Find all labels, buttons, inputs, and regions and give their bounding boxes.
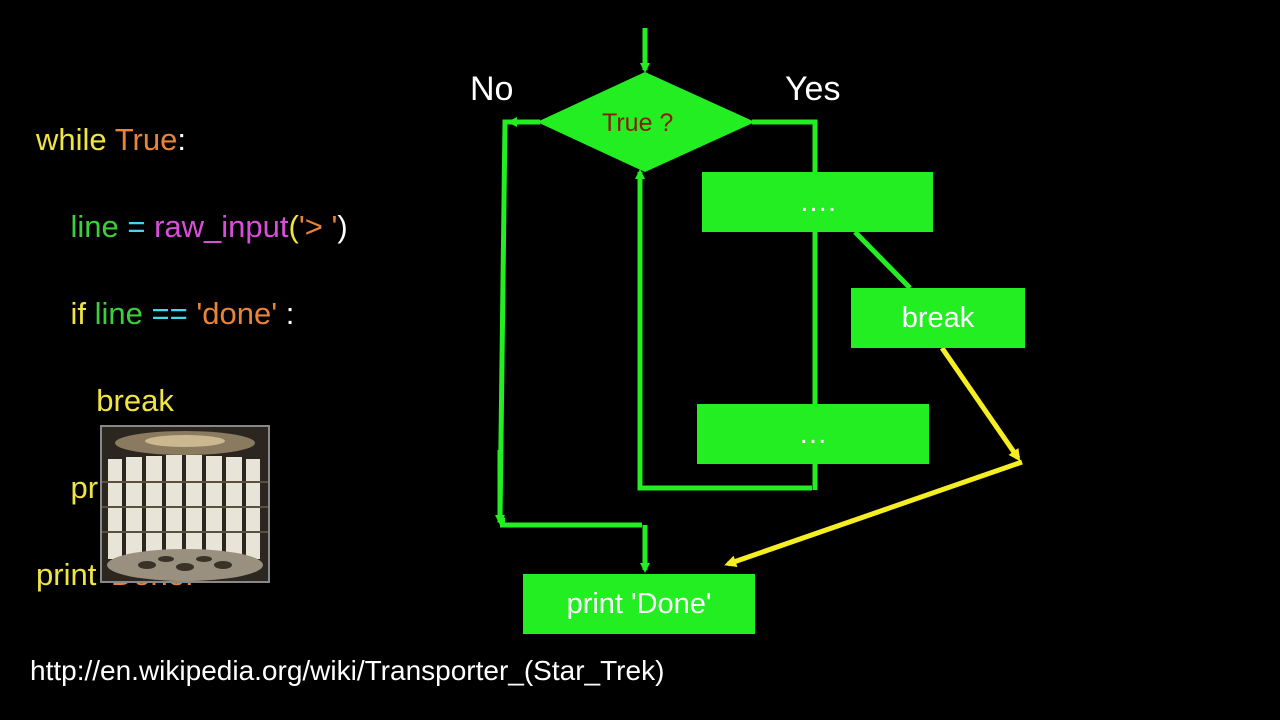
code-line-4: break (36, 379, 348, 423)
keyword-print: print (36, 556, 97, 592)
yes-branch-line (752, 119, 818, 172)
paren-open: ( (288, 208, 299, 244)
paren-close: ) (337, 208, 348, 244)
loop-body-box-top: …. (702, 172, 933, 232)
loop-body-box-bottom: … (697, 404, 929, 464)
no-branch-line (497, 119, 540, 523)
string-done: 'done' (196, 295, 278, 331)
no-label: No (470, 70, 514, 108)
value-true: True (114, 121, 178, 157)
break-exit-arrow (724, 459, 1023, 568)
keyword-break: break (96, 382, 174, 418)
break-down-arrow (939, 346, 1021, 462)
code-line-3: if line == 'done' : (36, 292, 348, 336)
variable-line: line (70, 208, 119, 244)
keyword-while: while (36, 121, 107, 157)
colon: : (285, 295, 295, 331)
source-url[interactable]: http://en.wikipedia.org/wiki/Transporter… (30, 655, 665, 686)
function-raw-input: raw_input (154, 208, 289, 244)
loop-back-line (637, 175, 812, 491)
yes-label: Yes (785, 70, 841, 108)
condition-label: True ? (602, 109, 674, 137)
operator-assign: = (127, 208, 146, 244)
variable-line: line (94, 295, 143, 331)
to-break-line (853, 230, 912, 290)
transporter-room-photo (100, 425, 270, 583)
break-box: break (851, 288, 1025, 348)
code-line-2: line = raw_input('> ') (36, 205, 348, 249)
code-line-1: while True: (36, 118, 348, 162)
operator-equals: == (151, 295, 188, 331)
string-prompt: '> ' (298, 208, 338, 244)
colon: : (177, 121, 186, 157)
print-done-box: print 'Done' (523, 574, 755, 634)
condition-diamond (537, 72, 755, 172)
keyword-if: if (70, 295, 86, 331)
